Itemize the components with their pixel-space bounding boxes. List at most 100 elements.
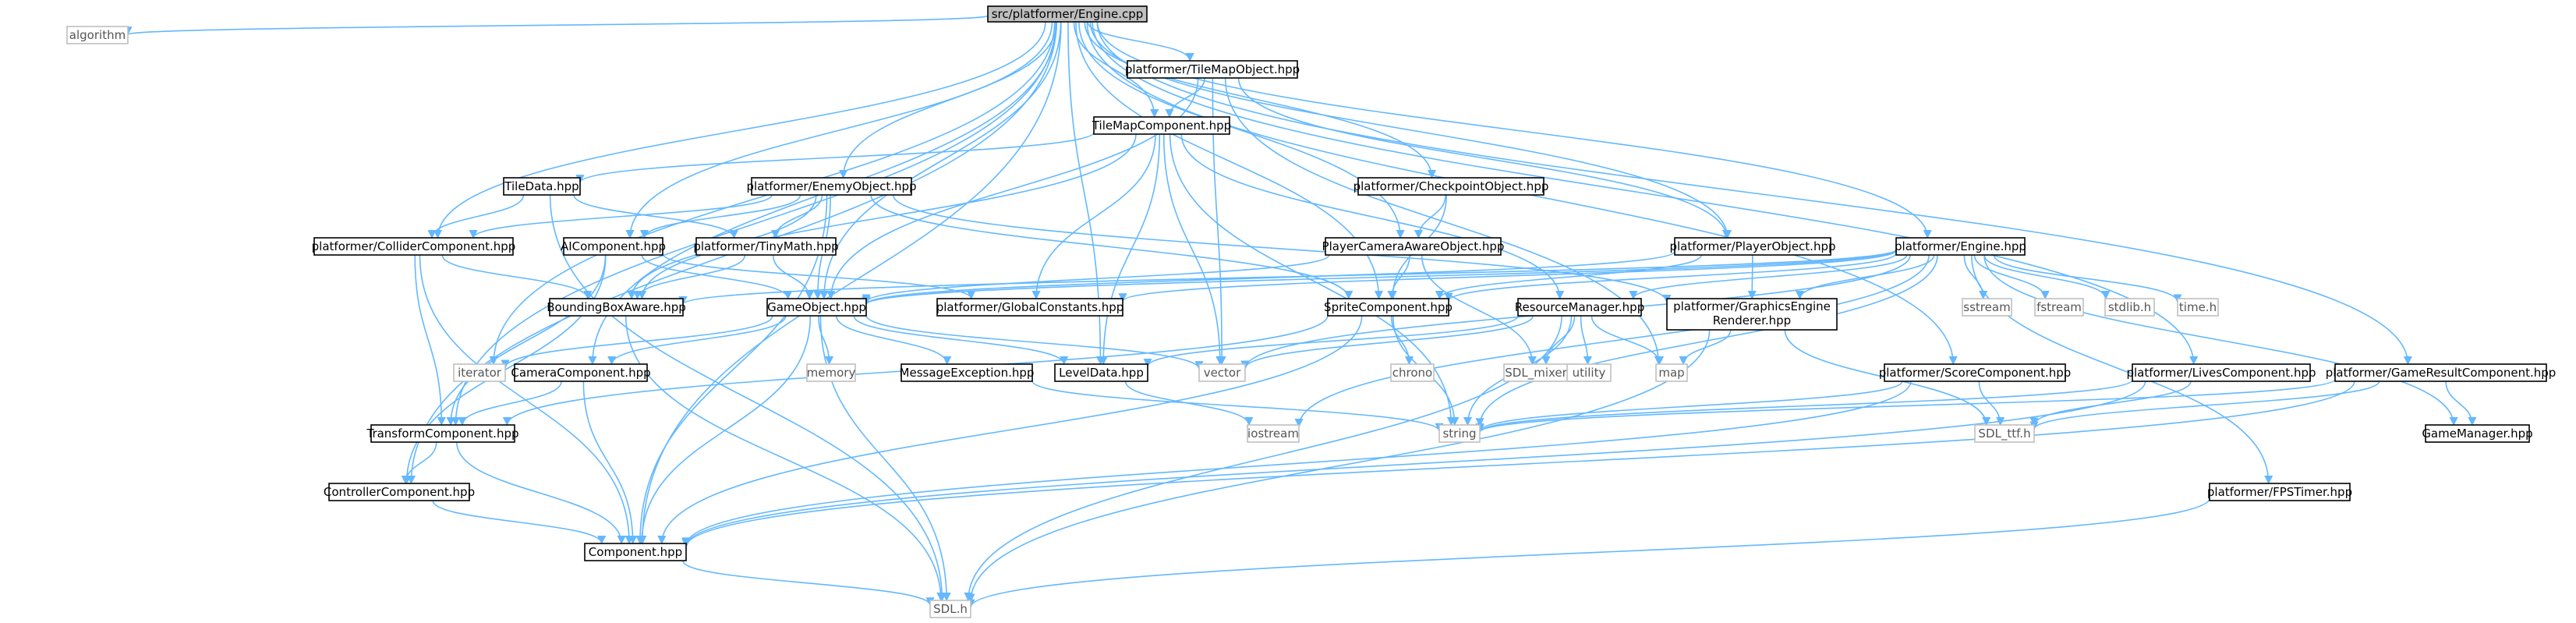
edge-engine_cpp-to-checkpointobject <box>1084 21 1437 179</box>
node-box <box>1325 237 1502 256</box>
node-label: SDL.h <box>933 602 968 616</box>
node-tilemapcomponent[interactable]: TileMapComponent.hpp <box>1092 116 1231 135</box>
node-fpstimer[interactable]: platformer/FPSTimer.hpp <box>2207 483 2352 501</box>
edge-fpstimer-to-sdl_h <box>966 497 2210 608</box>
node-messageexception[interactable]: MessageException.hpp <box>900 363 1035 382</box>
node-cameracomponent[interactable]: CameraComponent.hpp <box>511 363 651 382</box>
edge-tiledata-to-sdl_h <box>549 194 947 602</box>
edge-checkpointobject-to-playercameraaware <box>1414 194 1446 239</box>
edge-engine_cpp-to-tilemapobject <box>1087 21 1194 62</box>
edge-engine_hpp-to-gameobject <box>862 249 1897 306</box>
edge-enemyobject-to-collidercomponent <box>469 194 773 239</box>
node-component[interactable]: Component.hpp <box>584 543 687 561</box>
edge-livescomponent-to-component <box>681 381 2146 547</box>
edge-engine_hpp-to-string <box>1475 254 1938 427</box>
edge-gameresultcomponent-to-component <box>681 381 2355 548</box>
edge-gameobject-to-sdl_h <box>819 315 951 602</box>
edge-engine_hpp-to-boundingboxaware <box>678 249 1897 306</box>
node-leveldata[interactable]: LevelData.hpp <box>1054 363 1148 382</box>
node-iostream: iostream <box>1247 424 1300 443</box>
edge-gameobject-to-messageexception <box>835 315 952 366</box>
edge-transformcomponent-to-controllercomponent <box>401 441 437 485</box>
node-label: TransformComponent.hpp <box>366 427 518 441</box>
node-label: platformer/ScoreComponent.hpp <box>1879 366 2072 380</box>
node-label: platformer/PlayerObject.hpp <box>1669 239 1835 253</box>
node-label: src/platformer/Engine.cpp <box>992 7 1144 21</box>
node-gamemanager[interactable]: GameManager.hpp <box>2422 424 2533 443</box>
node-scorecomponent[interactable]: platformer/ScoreComponent.hpp <box>1879 363 2072 382</box>
node-box <box>1198 363 1246 382</box>
edge-tilemapcomponent-to-tiledata <box>575 131 1095 184</box>
node-sdl_h: SDL.h <box>929 600 971 618</box>
node-label: memory <box>807 366 856 380</box>
edge-component-to-sdl_h <box>682 560 935 607</box>
node-spritecomponent[interactable]: SpriteComponent.hpp <box>1324 298 1453 317</box>
edge-livescomponent-to-string <box>1475 379 2133 434</box>
edge-resourcemanager-to-map <box>1591 315 1665 366</box>
node-enemyobject[interactable]: platformer/EnemyObject.hpp <box>746 177 917 196</box>
node-boundingboxaware[interactable]: BoundingBoxAware.hpp <box>547 298 686 317</box>
node-controllercomponent[interactable]: ControllerComponent.hpp <box>324 483 475 501</box>
edge-tiledata-to-collidercomponent <box>427 194 525 239</box>
node-livescomponent[interactable]: platformer/LivesComponent.hpp <box>2126 363 2316 382</box>
node-box <box>1666 298 1838 331</box>
node-box <box>2177 298 2219 317</box>
node-string: string <box>1438 424 1481 443</box>
node-box <box>328 483 470 501</box>
node-box <box>549 298 684 317</box>
edge-engine_cpp-to-transformcomponent <box>451 21 1056 427</box>
node-globalconstants[interactable]: platformer/GlobalConstants.hpp <box>936 298 1124 317</box>
edge-aicomponent-to-gameobject <box>641 254 793 300</box>
node-checkpointobject[interactable]: platformer/CheckpointObject.hpp <box>1353 177 1549 196</box>
node-box <box>2209 483 2351 501</box>
node-box <box>1674 237 1831 256</box>
edge-engine_hpp-to-stdlib <box>1983 254 2111 300</box>
node-box <box>584 543 687 561</box>
edge-cameracomponent-to-component <box>582 381 638 545</box>
node-label: PlayerCameraAwareObject.hpp <box>1322 239 1505 253</box>
node-label: chrono <box>1392 366 1432 380</box>
edge-engine_cpp-to-collidercomponent <box>433 21 1046 239</box>
node-engine_cpp[interactable]: src/platformer/Engine.cpp <box>987 5 1148 23</box>
node-label-line2: Renderer.hpp <box>1713 313 1791 327</box>
node-label: platformer/LivesComponent.hpp <box>2126 366 2316 380</box>
node-box <box>1438 424 1481 443</box>
node-tiledata[interactable]: TileData.hpp <box>503 177 581 196</box>
edge-tilemapcomponent-to-vector <box>1162 133 1225 366</box>
node-tinymath[interactable]: platformer/TinyMath.hpp <box>693 237 839 256</box>
edge-collidercomponent-to-component <box>419 254 634 545</box>
node-tilemapobject[interactable]: platformer/TileMapObject.hpp <box>1125 60 1300 79</box>
edge-scorecomponent-to-string <box>1475 381 1903 433</box>
node-time_h: time.h <box>2177 298 2219 317</box>
edge-collidercomponent-to-boundingboxaware <box>441 254 593 300</box>
node-resourcemanager[interactable]: ResourceManager.hpp <box>1515 298 1644 317</box>
node-box <box>2034 298 2084 317</box>
node-chrono: chrono <box>1390 363 1435 382</box>
edge-engine_hpp-to-spritecomponent <box>1444 253 1897 302</box>
node-vector: vector <box>1198 363 1246 382</box>
node-box <box>695 237 837 256</box>
edge-engine_hpp-to-fpstimer <box>1971 254 2273 485</box>
node-label-line1: platformer/GraphicsEngine <box>1673 299 1831 313</box>
node-aicomponent[interactable]: AIComponent.hpp <box>561 237 666 256</box>
edge-playerobject-to-graphicsrenderer <box>1747 254 1757 300</box>
edge-gameobject-to-vector <box>865 314 1204 370</box>
node-transformcomponent[interactable]: TransformComponent.hpp <box>366 424 519 443</box>
edge-tiledata-to-tinymath <box>573 194 738 239</box>
node-box <box>1390 363 1435 382</box>
node-playercameraaware[interactable]: PlayerCameraAwareObject.hpp <box>1322 237 1505 256</box>
edge-engine_hpp-to-sstream <box>1963 254 1988 300</box>
node-gameresultcomponent[interactable]: platformer/GameResultComponent.hpp <box>2326 363 2557 382</box>
node-gameobject[interactable]: GameObject.hpp <box>766 298 867 317</box>
node-box <box>514 363 648 382</box>
node-fstream: fstream <box>2034 298 2084 317</box>
node-label: vector <box>1204 366 1241 380</box>
node-engine_hpp[interactable]: platformer/Engine.hpp <box>1895 237 2026 256</box>
node-box <box>370 424 515 443</box>
edge-spritecomponent-to-component <box>657 315 1363 545</box>
node-playerobject[interactable]: platformer/PlayerObject.hpp <box>1669 237 1836 256</box>
edge-graphicsrenderer-to-sdl_h <box>966 329 1711 603</box>
node-collidercomponent[interactable]: platformer/ColliderComponent.hpp <box>312 237 516 256</box>
